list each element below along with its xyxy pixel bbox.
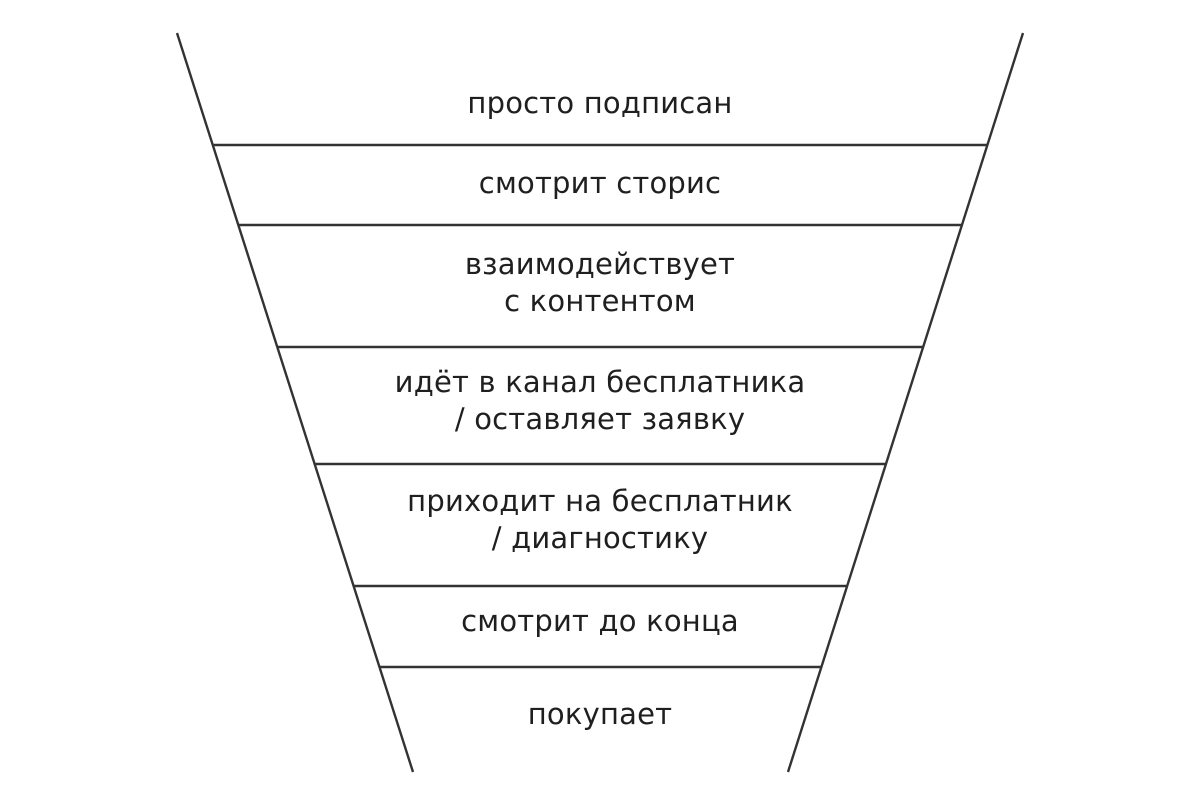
stage-7-line-1: покупает <box>527 697 673 731</box>
stage-5-line-2: / диагностику <box>491 521 709 555</box>
funnel-right-edge <box>786 32 1025 773</box>
funnel-stage-7: покупает <box>0 696 1200 733</box>
funnel-stage-4: идёт в канал бесплатника / оставляет зая… <box>0 364 1200 438</box>
funnel-stage-3: взаимодействует с контентом <box>0 246 1200 320</box>
funnel-stage-1: просто подписан <box>0 85 1200 122</box>
stage-4-line-2: / оставляет заявку <box>454 402 746 436</box>
stage-2-line-1: смотрит сторис <box>478 166 722 200</box>
funnel-left-edge <box>175 32 415 773</box>
stage-5-line-1: приходит на бесплатник <box>407 484 793 518</box>
funnel-stage-2: смотрит сторис <box>0 165 1200 202</box>
stage-3-line-1: взаимодействует <box>464 247 736 281</box>
stage-4-line-1: идёт в канал бесплатника <box>394 365 806 399</box>
stage-1-line-1: просто подписан <box>467 86 733 120</box>
stage-3-line-2: с контентом <box>504 284 696 318</box>
stage-6-line-1: смотрит до конца <box>461 604 739 638</box>
funnel-stage-5: приходит на бесплатник / диагностику <box>0 483 1200 557</box>
funnel-stage-6: смотрит до конца <box>0 603 1200 640</box>
